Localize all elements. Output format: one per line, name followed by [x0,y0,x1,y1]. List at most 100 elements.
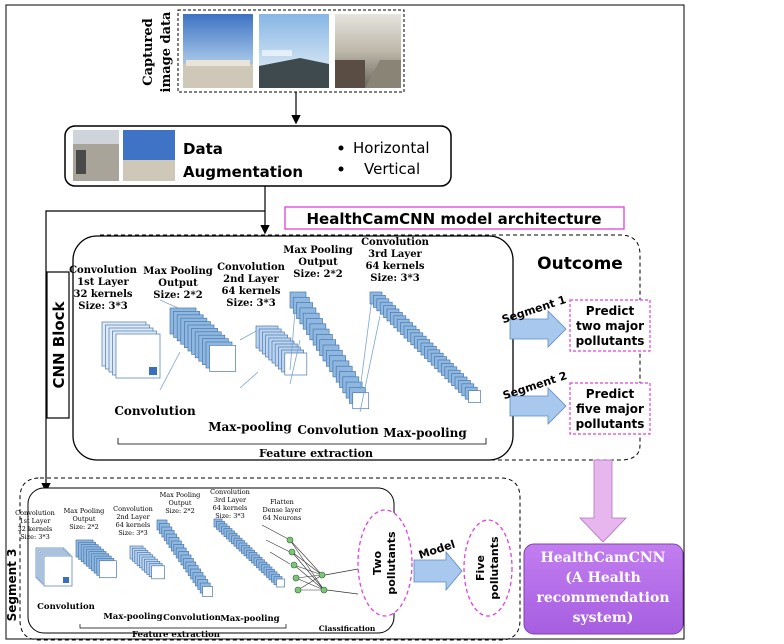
conv2-label-0: Convolution [217,262,286,273]
s3-conv1-stack [35,547,73,587]
segment3-layer-labels: Convolution 1st Layer 32 kernels Size: 3… [15,488,302,541]
predict-five-line2: five major [576,402,644,416]
pool2-label-1: Output [298,257,338,268]
s3-conv3-label-2: 64 kernels [213,504,248,512]
output-connection-0 [324,568,359,576]
dense-node-1 [288,548,296,556]
augmentation-thumbnail-1 [73,130,119,181]
main-link-2b [239,371,259,389]
s3-classification: Classification [319,624,376,633]
main-link-4a [359,297,373,391]
predict-five-line3: pollutants [576,417,645,431]
s3-pool2-stack [156,519,213,597]
main-link-4b [359,315,381,413]
healthcam-line2: (A Health [565,570,641,586]
main-link-3b [289,339,301,385]
conv3-label-0: Convolution [361,237,430,248]
dense-node-0 [286,536,294,544]
dense-connection-2-0 [293,564,323,576]
five-pollutants-line2: pollutants [488,536,501,600]
street-photo [335,14,401,88]
s3-conv3-label-1: 3rd Layer [214,496,247,504]
data-augmentation-box: Data Augmentation Horizontal Vertical [64,125,452,187]
main-bottom-maxpool-2: Max-pooling [383,426,467,440]
conv2-label-1: 2nd Layer [223,274,279,285]
main-link-1a [159,299,179,309]
conv3-label-1: 3rd Layer [368,249,422,260]
healthcam-line3: recommendation [536,590,669,606]
s3-conv2-label-1: 2nd Layer [116,513,150,521]
s3-feature-extraction-bracket: Feature extraction [79,624,287,640]
main-bottom-convolution-2: Convolution [297,423,379,437]
augmentation-option-horizontal: Horizontal [353,139,430,157]
dense-connection-3-1 [295,577,325,591]
main-feature-extraction-label: Feature extraction [259,447,373,460]
main-layer-labels: Convolution 1st Layer 32 kernels Size: 3… [69,237,430,312]
s3-pool2-label-1: Output [168,499,191,507]
conv3-label-3: Size: 3*3 [370,273,419,284]
conv1-label-3: Size: 3*3 [78,301,127,312]
healthcam-line4: system) [573,610,634,626]
dense-connection-1-1 [291,551,325,591]
five-pollutants-line1: Five [474,555,487,581]
s3-pool1-label-1: Output [72,515,95,523]
s3-pool1-stack [75,539,117,579]
dense-node-6 [320,586,328,594]
segment3-layers [35,518,285,597]
conv3-label-2: 64 kernels [365,261,424,272]
conv1-label-1: 1st Layer [77,277,129,288]
pool1-label-2: Size: 2*2 [153,290,202,301]
pool1-label-0: Max Pooling [143,266,212,277]
two-pollutants-ellipse: Two pollutants [357,509,413,617]
two-pollutants-line2: pollutants [385,531,398,595]
s3-conv2-label-3: Size: 3*3 [118,529,148,537]
predict-two-line1: Predict [586,304,635,318]
augmentation-title-line1: Data [183,140,223,158]
dense-node-5 [318,571,326,579]
outcome-label: Outcome [537,254,623,274]
s3-conv3-stack [213,518,285,588]
conv2-label-2: 64 kernels [221,286,280,297]
dense-connection-0-1 [289,539,325,591]
conv1-label-0: Convolution [69,265,138,276]
dense-connection-1-0 [291,551,323,576]
flatten-connection-2 [269,551,291,565]
captured-label-line2: image data [159,11,174,93]
model-arrow: Model [413,538,463,592]
pool2-label-0: Max Pooling [283,245,352,256]
s3-pool1-label-0: Max Pooling [64,507,105,515]
architecture-title-box [284,206,625,230]
s3-flatten-label-2: 64 Neurons [263,514,302,522]
two-pollutants-line1: Two [371,551,384,575]
main-pool2-stack [289,291,370,410]
main-bottom-convolution-1: Convolution [114,404,196,418]
main-conv3-stack [369,291,481,403]
dense-network [261,524,359,595]
main-bottom-labels: Convolution Max-pooling Convolution Max-… [114,404,467,440]
conv1-label-2: 32 kernels [73,289,132,300]
conv2-label-3: Size: 3*3 [226,298,275,309]
augmentation-thumbnail-2 [123,130,175,181]
dense-connection-0-0 [289,539,323,576]
healthcam-box: HealthCamCNN (A Health recommendation sy… [523,543,684,635]
s3-bottom-convolution-1: Convolution [37,602,95,612]
segment3-bottom-labels: Convolution Max-pooling Convolution Max-… [37,602,376,633]
s3-conv3-label-0: Convolution [210,488,250,496]
dense-connection-2-1 [293,564,325,591]
five-pollutants-ellipse: Five pollutants [463,519,513,617]
captured-image-section: Captured image data [141,9,405,93]
captured-label-line1: Captured [141,18,156,86]
parking-lot-photo [183,14,253,88]
bullet-vertical [338,166,344,172]
captured-image-box [177,9,405,93]
flatten-connection-1 [265,539,291,553]
s3-conv1-label-2: 32 kernels [18,525,53,533]
pool1-label-1: Output [158,278,198,289]
cnn-main-layers [101,291,481,413]
s3-bottom-maxpool-1: Max-pooling [103,612,162,622]
s3-pool2-label-2: Size: 2*2 [165,507,195,515]
predict-two-line3: pollutants [576,334,645,348]
dense-connection-3-0 [295,574,323,579]
main-conv2-stack [255,325,308,376]
